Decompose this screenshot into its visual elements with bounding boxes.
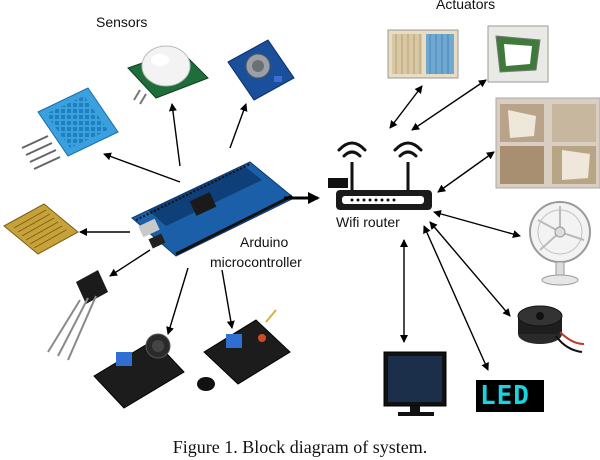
buzzer-image — [517, 305, 585, 353]
pir-sensor-image — [127, 45, 209, 105]
arduino-label-line1: Arduino — [240, 234, 289, 250]
figure-caption: Figure 1. Block diagram of system. — [172, 437, 428, 457]
arrow-to-dht — [103, 152, 181, 183]
arrow-router-door — [437, 151, 495, 193]
arrow-to-pir — [168, 103, 181, 167]
arrow-to-gas — [229, 103, 248, 149]
arduino-board-image — [131, 161, 295, 257]
arrow-router-curtain — [389, 85, 423, 129]
arrow-router-fan — [433, 210, 521, 238]
led-sign-text: LED — [480, 381, 530, 411]
flame-sensor-image — [197, 309, 291, 391]
dht-sensor-image — [21, 87, 119, 170]
arrow-router-led — [423, 225, 489, 371]
window-image — [487, 25, 549, 83]
rain-sensor-image — [3, 203, 79, 255]
arrow-to-flame — [221, 269, 235, 329]
monitor-image — [383, 351, 447, 416]
router-label: Wifi router — [336, 214, 400, 230]
gas-sensor-image — [227, 39, 295, 101]
actuator-arrows — [389, 79, 521, 371]
arrow-router-buzzer — [429, 221, 511, 317]
arrow-router-window — [411, 79, 487, 131]
sensors-label: Sensors — [96, 14, 148, 30]
arrow-to-temp-ic — [109, 249, 151, 277]
door-image — [495, 97, 600, 189]
actuators-label: Actuators — [436, 0, 496, 12]
wifi-signal-icon — [337, 141, 423, 158]
curtain-image — [387, 29, 459, 79]
temperature-ic-image — [47, 270, 108, 361]
router-image — [328, 162, 432, 210]
arduino-label-line2: microcontroller — [210, 254, 302, 270]
arrow-to-sound — [166, 267, 189, 335]
sensor-arrows — [79, 103, 248, 335]
sound-sensor-image — [93, 333, 185, 409]
fan-image — [529, 201, 591, 286]
led-sign-image — [476, 380, 544, 412]
